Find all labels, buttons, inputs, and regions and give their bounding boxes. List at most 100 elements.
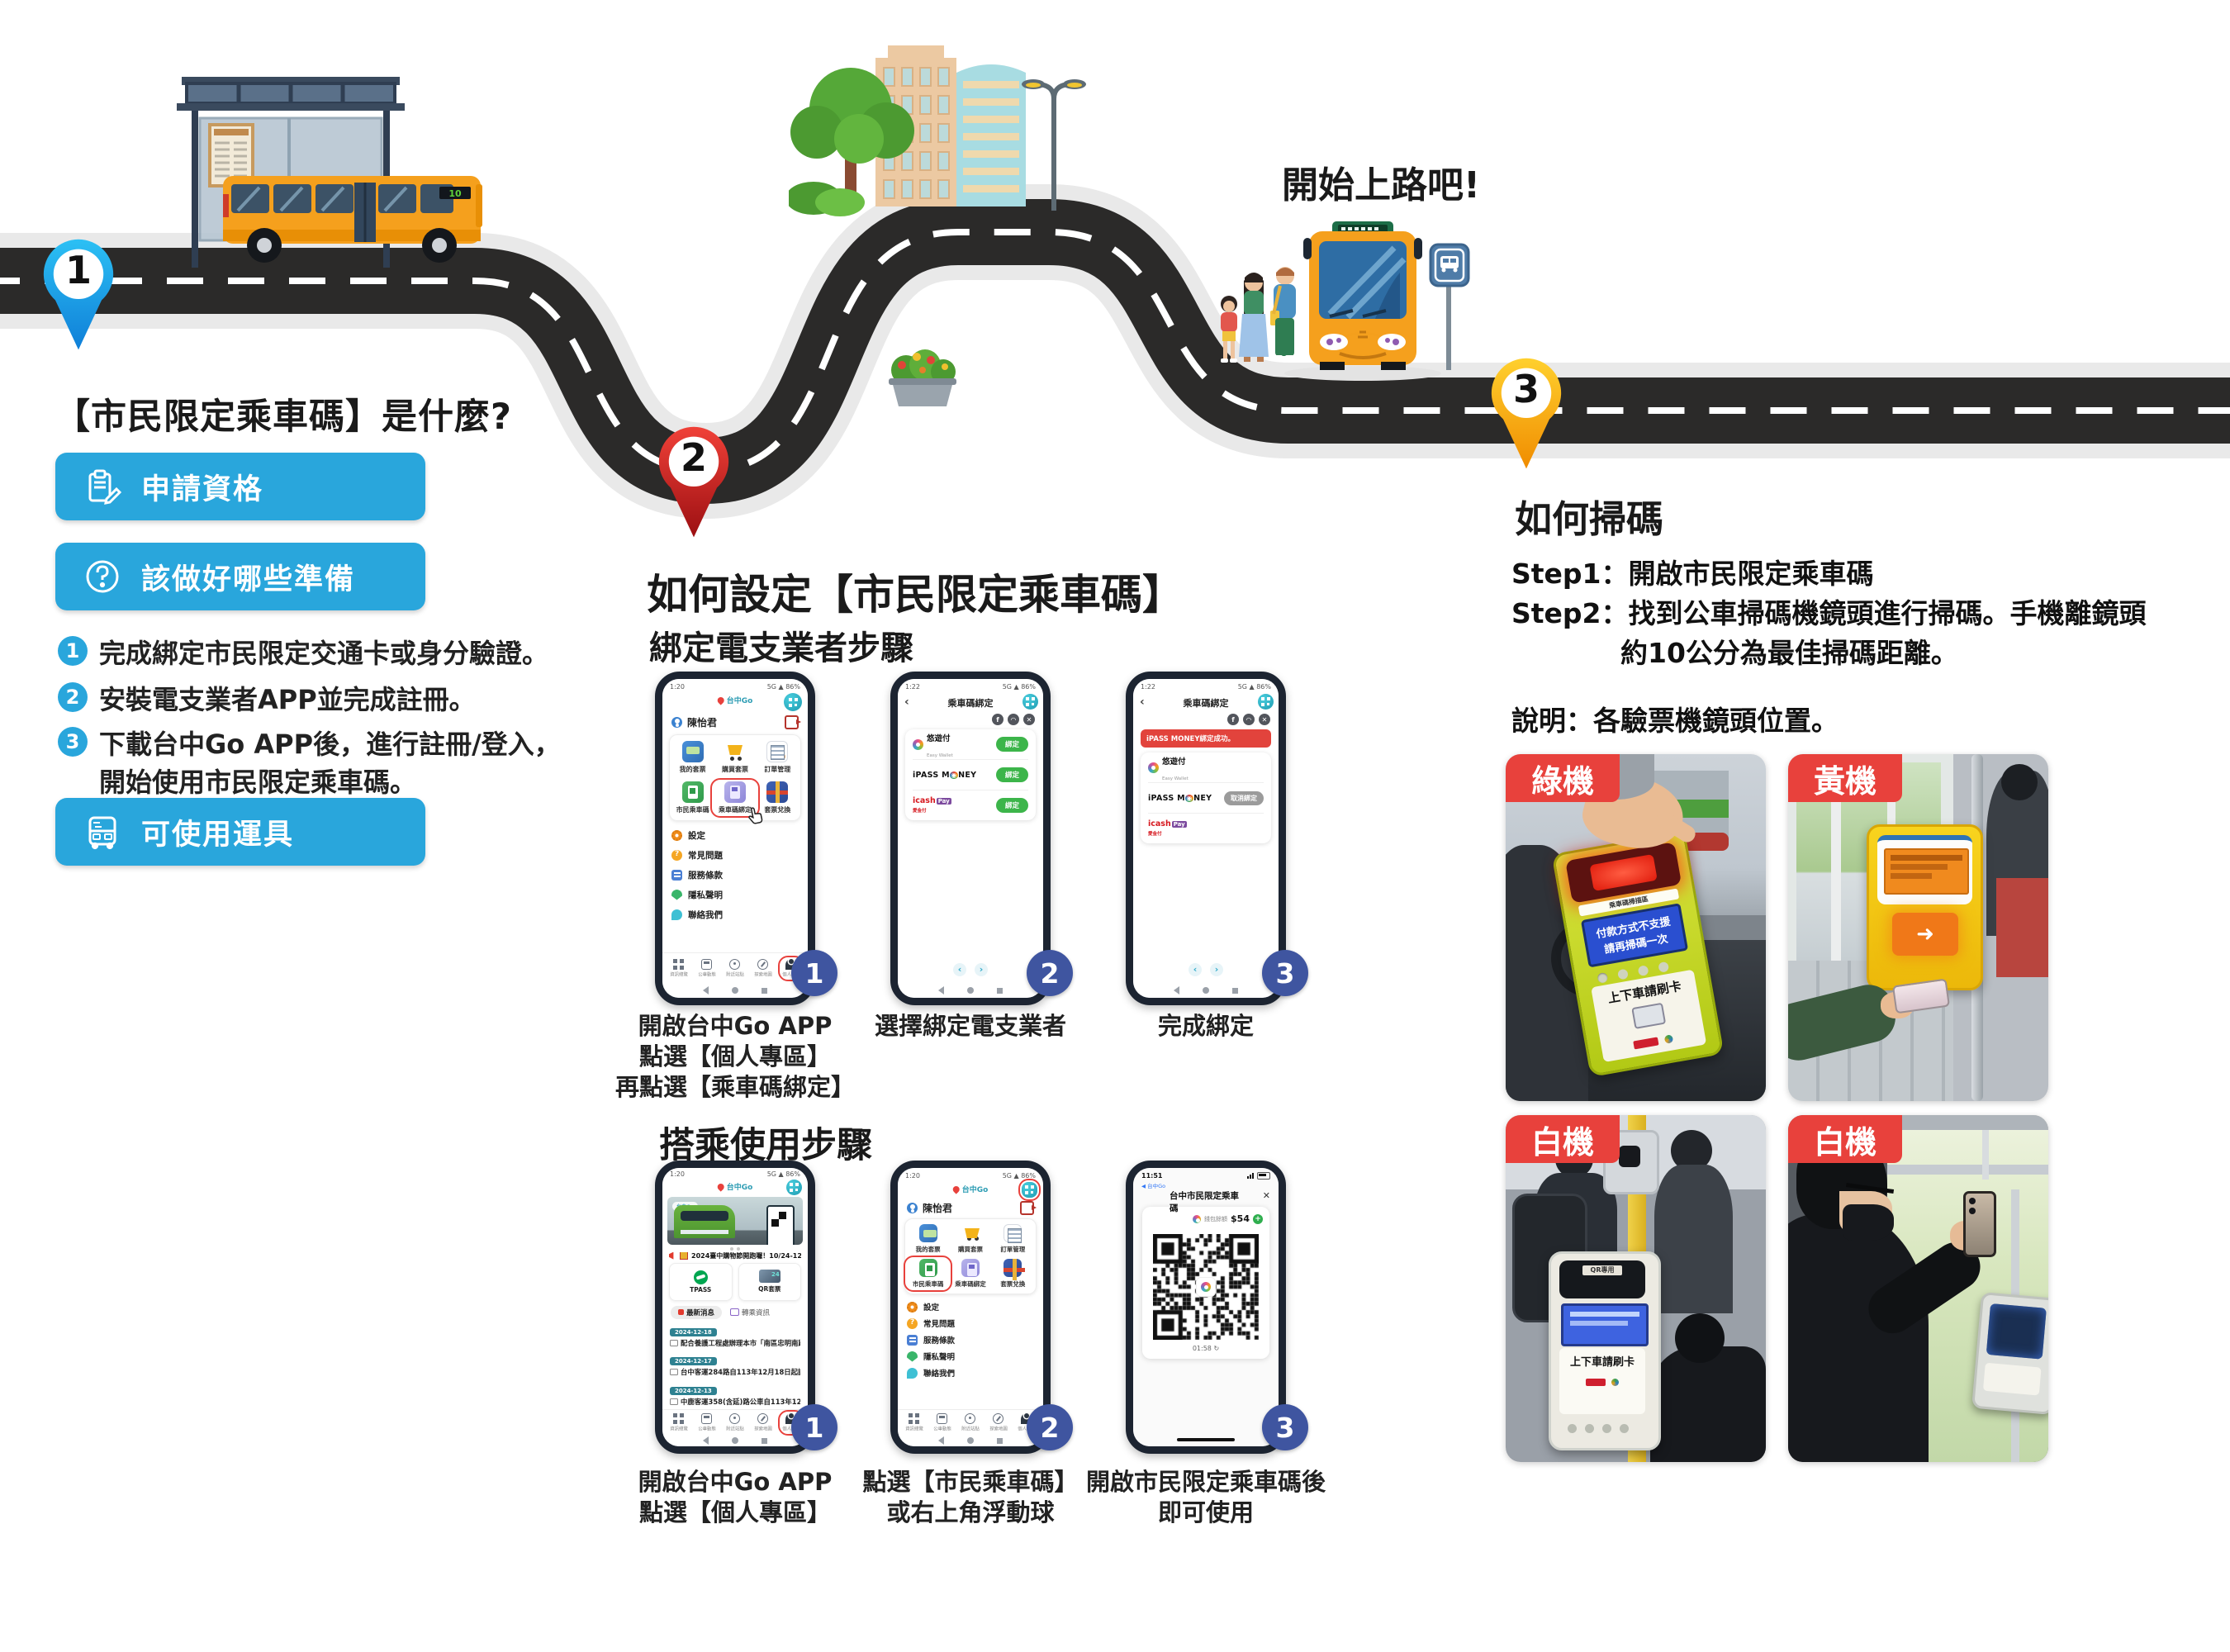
phone-screenshot-6: 11:51 ◀ 台中Go 台中市民限定乘車碼✕ 錢包餘額 $54 + 01:58… (1126, 1161, 1286, 1454)
qr-float-ball (784, 693, 802, 711)
yellow-validator-machine: ➜ (1867, 824, 1983, 990)
boarding-illustration (1221, 221, 1470, 381)
taichung-go-logo: 台中Go (716, 695, 752, 705)
prev-icon: ‹ (1189, 963, 1202, 976)
ride-steps-subtitle: 搭乘使用步驟 (659, 1125, 872, 1166)
ride-qr-code (1153, 1234, 1259, 1340)
back-icon: ‹ (904, 695, 909, 709)
pagination: ‹› (898, 963, 1043, 976)
prep-step-2: 2 安裝電支業者APP並完成註冊。 (58, 679, 476, 717)
x-icon: ✕ (1023, 714, 1035, 725)
flower-planter (889, 349, 956, 406)
transfer-info-tab: 轉乘資訊 (730, 1308, 770, 1317)
easywallet-logo (1148, 762, 1159, 773)
explore-map-icon (757, 958, 769, 970)
share-icons: f ◠ ✕ (898, 712, 1043, 727)
scanner-note: 說明：各驗票機鏡頭位置。 (1511, 705, 1839, 737)
carousel-dots (662, 1246, 808, 1251)
facebook-icon: f (1227, 714, 1239, 725)
tpass-logo (693, 1270, 708, 1284)
buy-tickets-icon (724, 741, 746, 762)
unbind-button: 取消綁定 (1224, 790, 1264, 805)
bind-steps-subtitle: 綁定電支業者步驟 (649, 629, 913, 667)
news-bus-icon (670, 1369, 678, 1375)
scan-step-2: Step2：找到公車掃碼機鏡頭進行掃碼。手機離鏡頭 (1511, 597, 2147, 629)
qr-screen-title: 台中市民限定乘車碼 (1170, 1191, 1239, 1213)
phone-in-hand (1963, 1191, 1996, 1257)
gift-icon (680, 1251, 688, 1260)
caption-use-3: 開啟市民限定乘車碼後即可使用 (1085, 1468, 1326, 1526)
home-banner-image: 台中Go (667, 1197, 803, 1245)
news-icon (678, 1309, 684, 1315)
x-icon: ✕ (1259, 714, 1270, 725)
taichung-go-logo: 台中Go (951, 1184, 988, 1194)
easywallet-logo (913, 738, 923, 750)
megaphone-icon (669, 1251, 674, 1260)
family-figures (1221, 267, 1296, 363)
pagination: ‹› (1133, 963, 1279, 976)
hand-cursor-icon (747, 807, 762, 824)
facebook-icon: f (992, 714, 1004, 725)
taichung-go-logo: 台中Go (716, 1181, 752, 1192)
next-icon: › (1210, 963, 1223, 976)
apply-qualification-button[interactable]: 申請資格 (55, 453, 425, 520)
topup-plus-icon: + (1253, 1213, 1263, 1224)
bus-status-icon (701, 958, 713, 970)
bus-front (1303, 221, 1422, 370)
news-bus-icon (670, 1398, 678, 1405)
ride-code-binding-icon (724, 781, 746, 803)
person-silhouette (1788, 1214, 1929, 1462)
line-icon: ◠ (1008, 714, 1019, 725)
step-badge-3: 3 (1262, 1404, 1308, 1450)
pin-3: 3 (1488, 355, 1564, 472)
photo-white-machine-1: QR專用 上下車請刷卡 白機 (1506, 1115, 1766, 1462)
citizen-ride-code-icon (681, 781, 704, 803)
bottom-nav: 資訊總覽 公車動態 附近站點 探索地圖 個人專區 (662, 952, 808, 983)
step-badge-1: 1 (791, 1404, 837, 1450)
close-icon: ✕ (1262, 1190, 1270, 1201)
preparation-button[interactable]: 該做好哪些準備 (55, 543, 425, 610)
section1-title: 【市民限定乘車碼】是什麼? (55, 396, 512, 438)
caption-bind-2: 選擇綁定電支業者 (874, 1012, 1066, 1040)
bind-button: 綁定 (995, 737, 1028, 752)
contact-icon (671, 909, 682, 920)
white-validator-machine (1971, 1291, 2048, 1416)
ride-code-binding-cell-highlighted: 乘車碼綁定 (710, 778, 762, 824)
settings-icon (671, 829, 682, 841)
android-nav-bar (662, 983, 808, 998)
question-icon (86, 560, 119, 593)
bus-stop-illustration: 10 (177, 77, 482, 268)
user-avatar-icon (671, 716, 682, 728)
photo-yellow-machine: ➜ 黃機 (1788, 754, 2048, 1101)
usable-vehicles-button[interactable]: 可使用運具 (55, 798, 425, 866)
easywallet-logo (1193, 1214, 1202, 1223)
my-tickets-icon (681, 741, 704, 762)
svg-text:10: 10 (448, 188, 462, 199)
latest-news-tab: 最新消息 (671, 1305, 723, 1319)
qr-card: 錢包餘額 $54 + 01:58 ↻ (1142, 1207, 1269, 1359)
app-menu: 設定 常見問題 服務條款 隱私聲明 聯絡我們 (671, 825, 799, 952)
qr-float-ball (1022, 694, 1038, 710)
clipboard-pencil-icon (88, 469, 121, 505)
scan-step-1: Step1：開啟市民限定乘車碼 (1511, 558, 1874, 590)
passenger-silhouettes (1671, 1130, 1712, 1171)
tpass-card: TPASS (669, 1262, 733, 1301)
qr-ticket-image (758, 1270, 780, 1283)
user-name: 陳怡君 (687, 716, 718, 729)
line-icon: ◠ (1243, 714, 1255, 725)
bind-button: 綁定 (995, 767, 1028, 782)
prep-step-3: 3 下載台中Go APP後，進行註冊/登入， 開始使用市民限定乘車碼。 (58, 724, 561, 800)
back-icon: ‹ (1140, 695, 1145, 709)
pin-1: 1 (40, 236, 116, 354)
step-badge-1: 1 (791, 950, 837, 996)
nearby-stops-icon (729, 958, 741, 970)
ticket-exchange-icon (766, 781, 789, 803)
